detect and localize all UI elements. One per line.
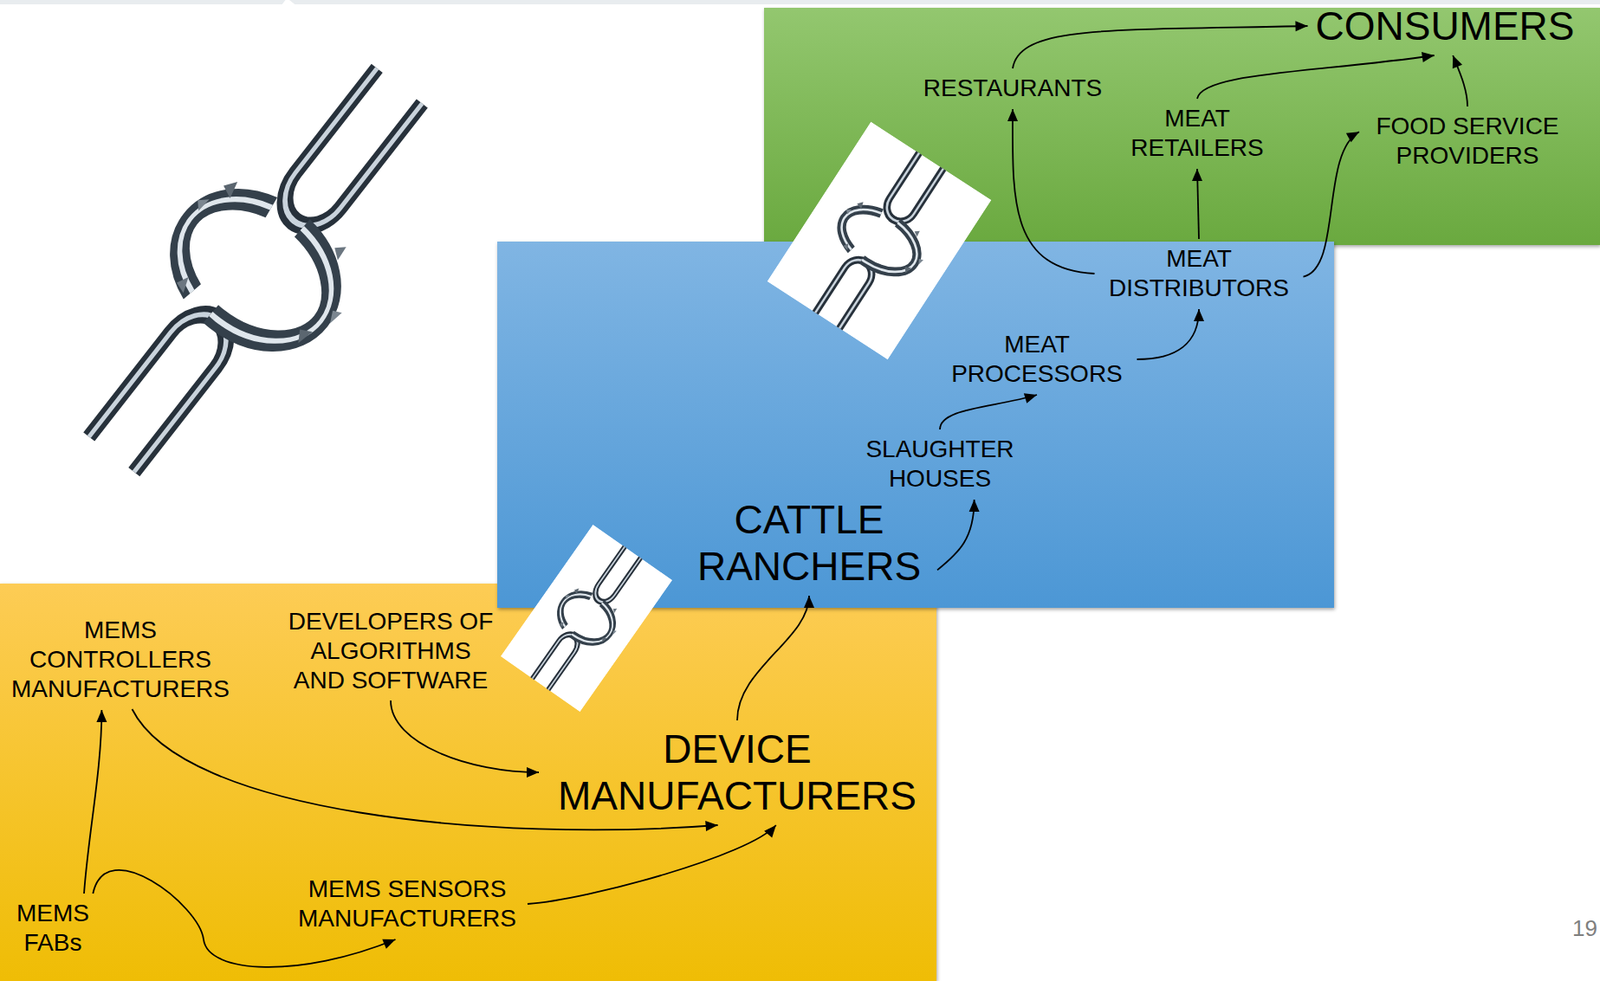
stage-label: MEAT RETAILERS (1118, 102, 1277, 165)
flow-arrow (84, 710, 107, 894)
node-text: MEMS SENSORS MANUFACTURERS (293, 874, 521, 934)
flow-arrow (939, 393, 1037, 430)
stage-label: DEVELOPERS OF ALGORITHMS AND SOFTWARE (280, 605, 502, 698)
node-text: CATTLE RANCHERS (687, 496, 931, 590)
node-text: MEAT RETAILERS (1121, 103, 1274, 163)
flow-arrow (1137, 309, 1205, 360)
node-text: MEAT DISTRIBUTORS (1101, 244, 1297, 304)
stage-heading: CONSUMERS (1311, 0, 1578, 52)
stage-heading: DEVICE MANUFACTURERS (543, 724, 932, 822)
flow-arrow (1452, 55, 1468, 107)
stage-label: MEMS SENSORS MANUFACTURERS (290, 873, 525, 936)
flow-arrow (1007, 109, 1095, 274)
node-text: SLAUGHTER HOUSES (857, 434, 1023, 494)
stage-label: MEAT DISTRIBUTORS (1098, 242, 1301, 305)
node-text: MEMS FABs (12, 899, 95, 959)
node-text: FOOD SERVICE PROVIDERS (1366, 111, 1568, 171)
node-text: DEVICE MANUFACTURERS (546, 725, 928, 820)
stage-label: MEAT PROCESSORS (940, 328, 1134, 391)
flow-arrow (1012, 20, 1309, 69)
stage-label: FOOD SERVICE PROVIDERS (1363, 110, 1572, 173)
stage-heading: CATTLE RANCHERS (684, 494, 934, 592)
stage-label: RESTAURANTS (919, 71, 1106, 105)
flow-arrow (1303, 131, 1361, 277)
node-text: CONSUMERS (1314, 2, 1575, 50)
node-text: MEAT PROCESSORS (944, 330, 1131, 389)
page-number: 19 (1572, 915, 1598, 942)
node-text: MEMS CONTROLLERS MANUFACTURERS (6, 615, 234, 705)
stage-label: MEMS CONTROLLERS MANUFACTURERS (3, 614, 238, 707)
flow-arrow (737, 595, 815, 721)
flow-arrow (527, 825, 777, 905)
stage-label: SLAUGHTER HOUSES (854, 433, 1026, 496)
node-text: RESTAURANTS (923, 73, 1102, 104)
flow-arrow (390, 700, 539, 778)
flow-arrow (1191, 168, 1203, 240)
flow-arrow (937, 499, 980, 571)
node-text: DEVELOPERS OF ALGORITHMS AND SOFTWARE (284, 607, 499, 696)
flow-arrow (1197, 51, 1435, 99)
stage-label: MEMS FABs (8, 897, 98, 960)
